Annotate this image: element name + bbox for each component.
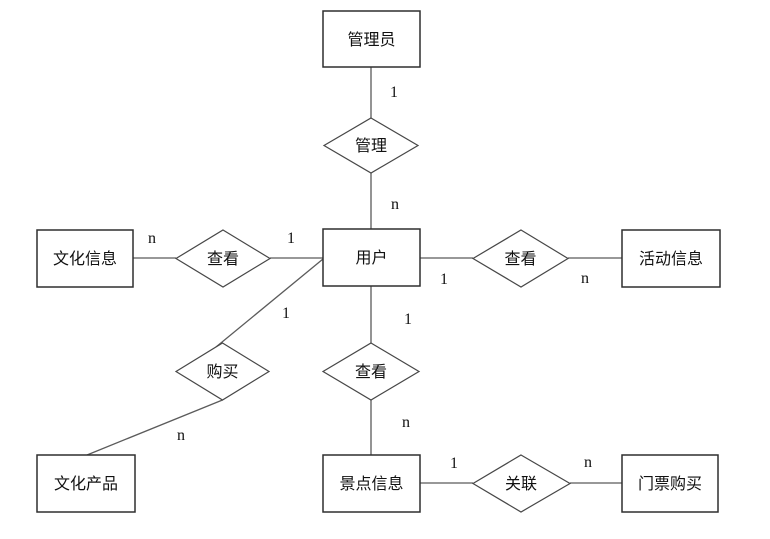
entity-culture-info: 文化信息 bbox=[36, 229, 134, 288]
relationship-purchase-label: 购买 bbox=[206, 363, 238, 381]
entity-user: 用户 bbox=[322, 228, 421, 287]
admin-box-shape bbox=[322, 10, 421, 68]
relationship-manage: 管理 bbox=[322, 117, 420, 174]
entity-activity-info-label: 活动信息 bbox=[639, 250, 703, 268]
cardinality-view-attraction: n bbox=[402, 414, 410, 431]
relationship-view-right: 查看 bbox=[471, 229, 570, 288]
relationship-view-right-label: 查看 bbox=[504, 250, 536, 268]
user-box-shape bbox=[322, 228, 421, 287]
ticket-purchase-box-shape bbox=[621, 454, 719, 513]
cardinality-admin-manage: 1 bbox=[390, 84, 398, 101]
relationship-manage-label: 管理 bbox=[355, 137, 387, 155]
associate-diamond-shape bbox=[471, 454, 572, 513]
manage-diamond-shape bbox=[322, 117, 420, 174]
relationship-associate-label: 关联 bbox=[505, 475, 537, 493]
relationship-view-left-label: 查看 bbox=[207, 250, 239, 268]
cardinality-view-activity: n bbox=[581, 270, 589, 287]
entity-ticket-purchase-label: 门票购买 bbox=[638, 475, 702, 493]
entity-culture-product-label: 文化产品 bbox=[54, 475, 118, 493]
relationship-view-bottom-label: 查看 bbox=[355, 363, 387, 381]
activity-info-box-shape bbox=[621, 229, 721, 288]
cardinality-view-user-left: 1 bbox=[287, 230, 295, 247]
cardinality-purchase-product: n bbox=[177, 427, 185, 444]
cardinality-cultureinfo-view: n bbox=[148, 230, 156, 247]
view-left-diamond-shape bbox=[174, 229, 272, 288]
cardinality-user-purchase: 1 bbox=[282, 305, 290, 322]
entity-activity-info: 活动信息 bbox=[621, 229, 721, 288]
view-bottom-diamond-shape bbox=[321, 342, 421, 401]
entity-user-label: 用户 bbox=[355, 249, 387, 267]
relationship-purchase: 购买 bbox=[174, 342, 271, 401]
entity-admin-label: 管理员 bbox=[347, 31, 395, 49]
edge-user-purchase bbox=[215, 258, 324, 348]
cardinality-user-view-bottom: 1 bbox=[404, 311, 412, 328]
culture-info-box-shape bbox=[36, 229, 134, 288]
edge-purchase-cultureproduct bbox=[86, 399, 223, 456]
view-right-diamond-shape bbox=[471, 229, 570, 288]
entity-attraction-info-label: 景点信息 bbox=[339, 475, 403, 493]
entity-attraction-info: 景点信息 bbox=[322, 454, 421, 513]
cardinality-user-view-right: 1 bbox=[440, 271, 448, 288]
relationship-view-left: 查看 bbox=[174, 229, 272, 288]
culture-product-box-shape bbox=[36, 454, 136, 513]
relationship-view-bottom: 查看 bbox=[321, 342, 421, 401]
entity-culture-info-label: 文化信息 bbox=[53, 250, 117, 268]
entity-culture-product: 文化产品 bbox=[36, 454, 136, 513]
entity-ticket-purchase: 门票购买 bbox=[621, 454, 719, 513]
attraction-info-box-shape bbox=[322, 454, 421, 513]
cardinality-assoc-ticket: n bbox=[584, 454, 592, 471]
entity-admin: 管理员 bbox=[322, 10, 421, 68]
purchase-diamond-shape bbox=[174, 342, 271, 401]
cardinality-attraction-assoc: 1 bbox=[450, 455, 458, 472]
cardinality-manage-user: n bbox=[391, 196, 399, 213]
relationship-associate: 关联 bbox=[471, 454, 572, 513]
